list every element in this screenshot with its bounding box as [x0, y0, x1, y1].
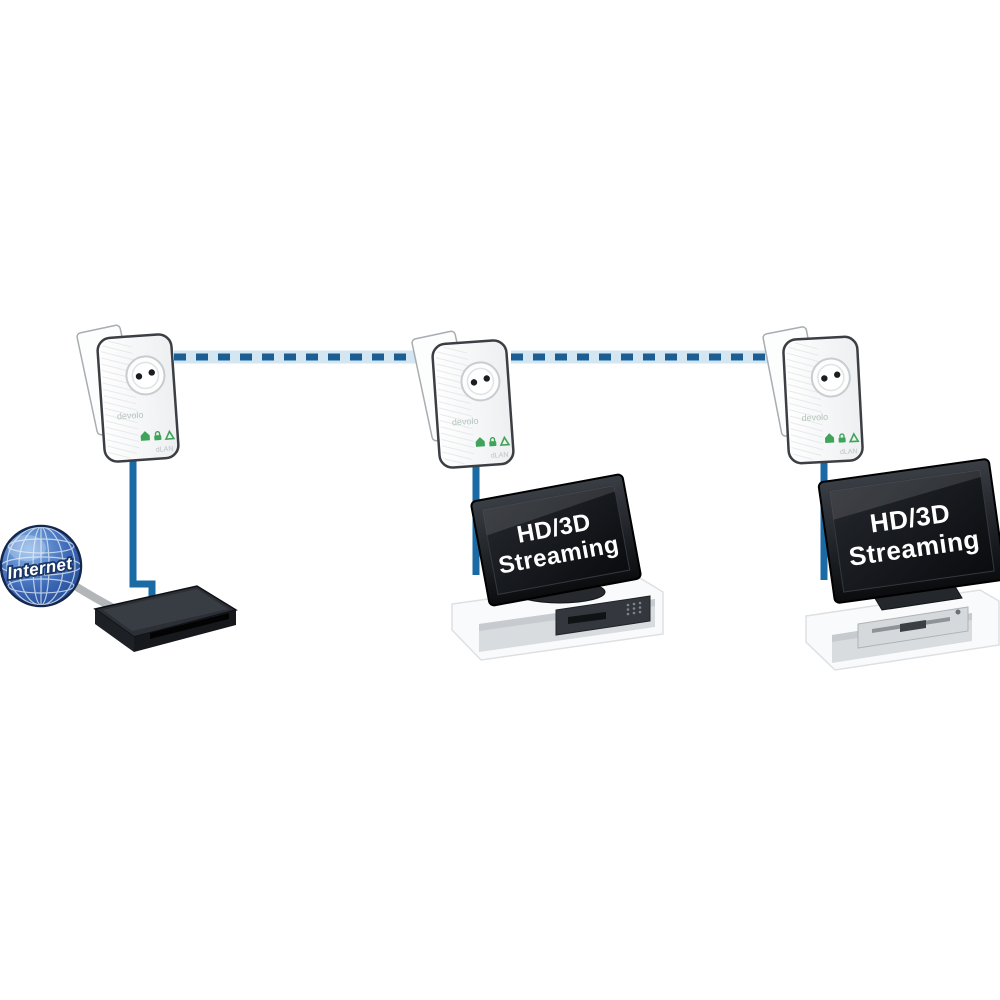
tv-bench-right [805, 589, 1000, 671]
router-slot [150, 613, 229, 639]
tv-center: HD/3D Streaming [470, 473, 642, 607]
tv-right: HD/3D Streaming [817, 458, 1000, 611]
tv-screen [481, 484, 631, 596]
tv-screen-gloss [482, 485, 616, 536]
adapter-brand: devolo [452, 416, 479, 428]
tv-screen [828, 469, 995, 593]
media-player-center [555, 595, 651, 636]
adapter-model: dLAN [840, 448, 858, 456]
adapter-body [74, 319, 181, 466]
tv-screen-gloss [829, 469, 981, 520]
adapter-body [760, 322, 865, 467]
adapter-model: dLAN [491, 452, 509, 460]
ethernet-cable-left [129, 456, 156, 604]
tv-bench-center [451, 577, 664, 661]
powerline-adapter-left: devolo dLAN [74, 319, 181, 466]
powerline-adapter-right: devolo dLAN [760, 322, 865, 467]
media-player-buttons [626, 601, 642, 616]
media-player-right [857, 606, 969, 649]
router [93, 585, 238, 652]
internet-globe: Internet [0, 524, 83, 608]
adapter-body [409, 325, 516, 472]
adapter-brand: devolo [117, 410, 144, 422]
powerline-adapter-center: devolo dLAN [409, 325, 516, 472]
globe-highlight [8, 535, 46, 561]
adapter-model: dLAN [156, 446, 174, 454]
adapter-brand: devolo [801, 412, 828, 423]
globe-grid [2, 527, 80, 605]
